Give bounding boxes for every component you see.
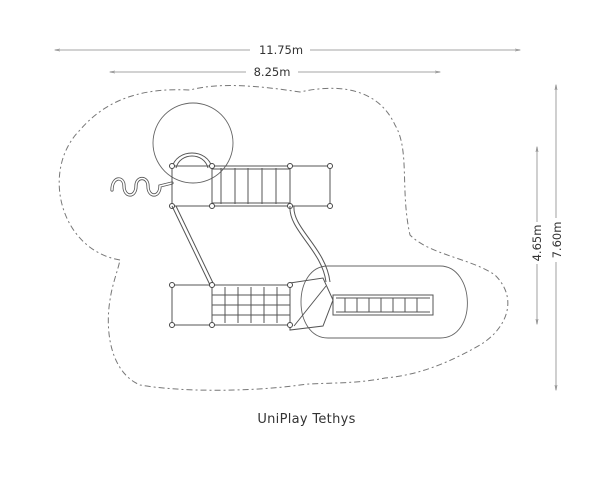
overall-depth-label: 7.60m — [550, 222, 564, 259]
spiral-climber — [110, 176, 174, 197]
connector-ramp-left — [171, 205, 215, 286]
tower-roof-circle — [152, 102, 234, 184]
connector-ramp-right — [289, 205, 331, 283]
product-caption: UniPlay Tethys — [257, 412, 356, 427]
overall-width-label: 11.75m — [259, 43, 303, 57]
structure-width-label: 8.25m — [254, 65, 291, 79]
upper-deck-row — [171, 152, 331, 207]
structure-depth-label: 4.65m — [530, 225, 544, 262]
lower-deck-row — [171, 277, 434, 331]
upper-posts — [169, 163, 333, 209]
lower-posts — [169, 282, 293, 328]
slide-zone-outline — [300, 265, 468, 339]
safety-zone-outline — [58, 85, 509, 391]
